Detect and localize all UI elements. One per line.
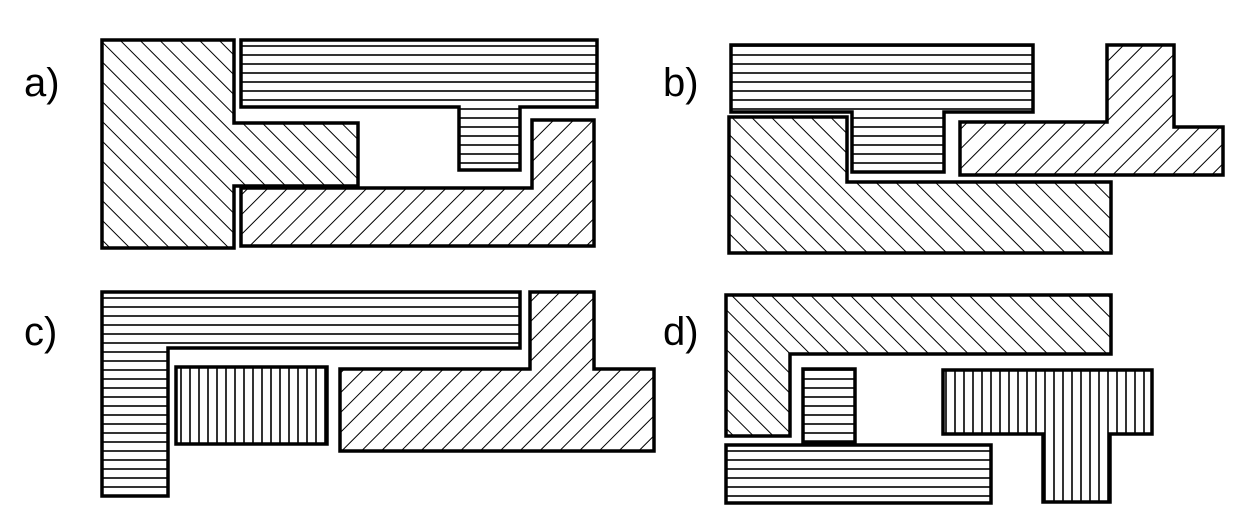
panel-d-label: d) (663, 310, 699, 354)
panel-d-horizontal-hatched-block (801, 367, 857, 444)
panel-d-forward-hatched-part (724, 293, 1113, 438)
panel-c-label: c) (24, 310, 58, 354)
panel-b-diagram (727, 43, 1225, 255)
panel-c-vertical-hatched-part (174, 365, 329, 446)
panel-c-backward-hatched-part (338, 290, 656, 453)
panel-d-diagram (724, 293, 1154, 505)
panel-a-diagram (100, 38, 599, 250)
panel-c-diagram (100, 290, 656, 498)
panel-a-label: a) (24, 61, 60, 105)
panel-d-horizontal-hatched-base (724, 443, 993, 505)
panel-d-vertical-hatched-part (941, 368, 1154, 504)
panel-a-forward-hatched-part (100, 38, 360, 250)
panel-b-forward-hatched-part (727, 115, 1113, 255)
panel-c-horizontal-hatched-part (100, 290, 522, 498)
panel-a-backward-hatched-part (239, 118, 596, 248)
panel-b-horizontal-hatched-part (729, 43, 1035, 174)
panel-a-horizontal-hatched-part (239, 38, 599, 172)
panel-b-label: b) (663, 61, 699, 105)
panel-b-backward-hatched-part (958, 43, 1225, 177)
